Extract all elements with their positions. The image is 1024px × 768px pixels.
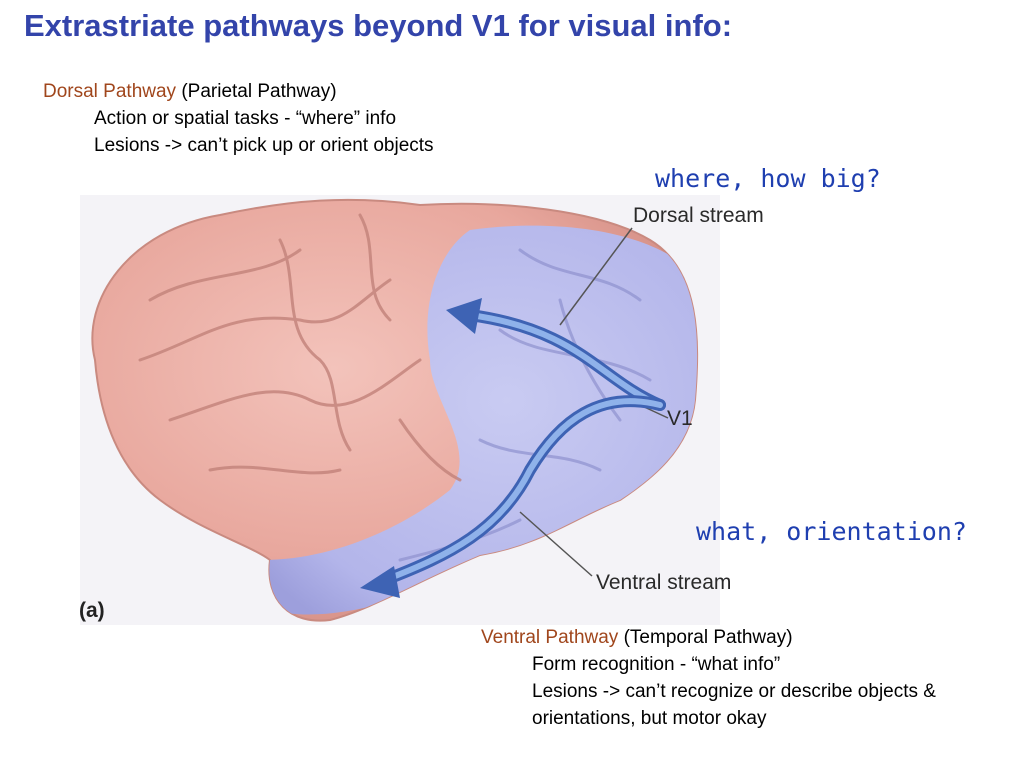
dorsal-pathway-description: Dorsal Pathway (Parietal Pathway) Action… [43, 78, 434, 159]
dorsal-pathway-name: Dorsal Pathway [43, 81, 177, 102]
ventral-line: orientations, but motor okay [532, 708, 767, 729]
ventral-line: Lesions -> can’t recognize or describe o… [532, 681, 936, 702]
ventral-pathway-description: Ventral Pathway (Temporal Pathway) Form … [481, 624, 936, 732]
dorsal-stream-label: Dorsal stream [633, 204, 764, 227]
slide-title: Extrastriate pathways beyond V1 for visu… [24, 8, 733, 43]
ventral-stream-label: Ventral stream [596, 571, 732, 594]
cortex-folds [138, 213, 462, 482]
what-note: what, orientation? [696, 517, 967, 546]
dorsal-pathway-alias: (Parietal Pathway) [176, 81, 337, 102]
ventral-stream-pointer [519, 511, 593, 577]
dorsal-line: Action or spatial tasks - “where” info [94, 108, 397, 129]
where-note: where, how big? [655, 164, 881, 193]
dorsal-arrowhead [446, 298, 482, 334]
panel-label: (a) [79, 599, 105, 622]
ventral-arrowhead [360, 566, 400, 598]
v1-label: V1 [667, 407, 693, 430]
ventral-line: Form recognition - “what info” [532, 654, 781, 675]
ventral-pathway-heading: Ventral Pathway (Temporal Pathway) [481, 624, 936, 651]
ventral-pathway-alias: (Temporal Pathway) [618, 627, 793, 648]
dorsal-stream-pointer [559, 227, 633, 326]
ventral-pathway-name: Ventral Pathway [481, 627, 619, 648]
dorsal-pathway-heading: Dorsal Pathway (Parietal Pathway) [43, 78, 434, 105]
dorsal-line: Lesions -> can’t pick up or orient objec… [94, 135, 434, 156]
